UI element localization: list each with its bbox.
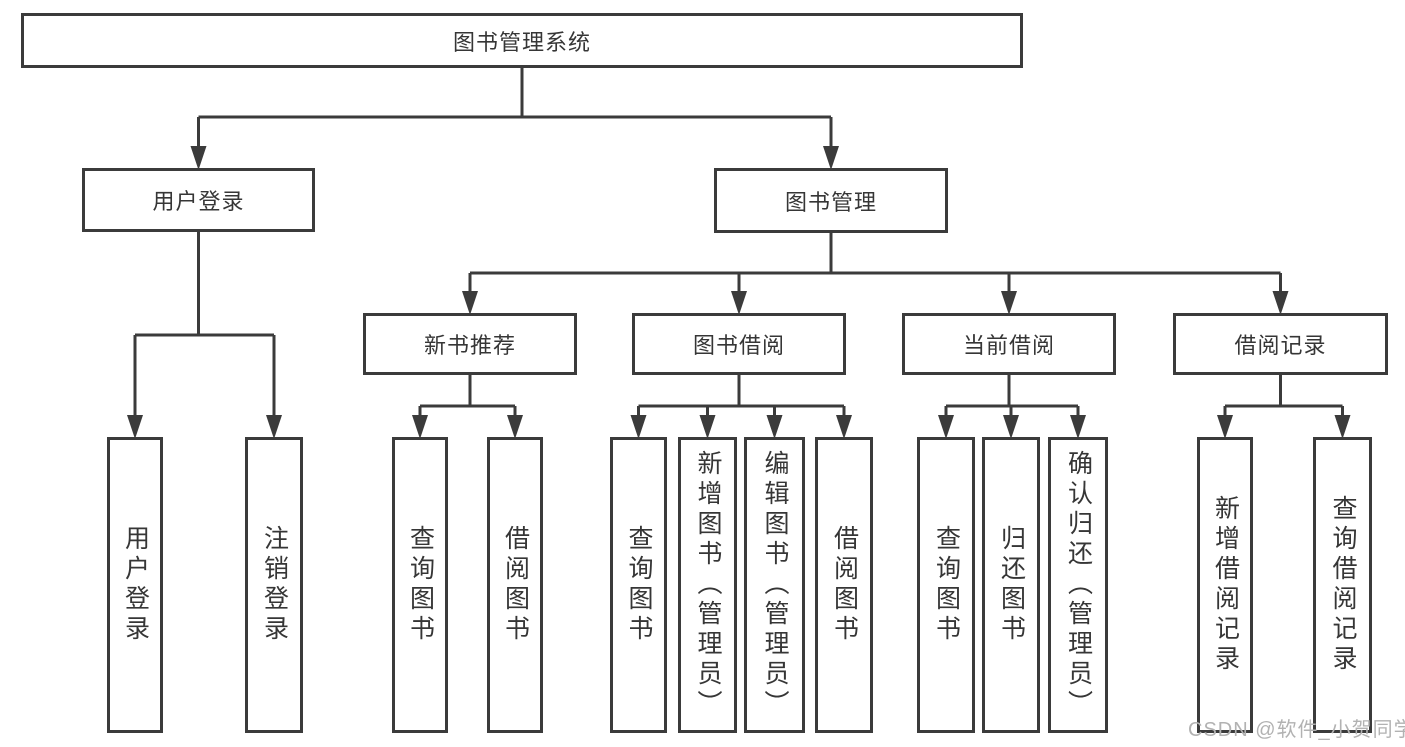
node-label: 图书管理 (784, 189, 877, 215)
node-leaf-bb-add-book: 新增图书（管理员） (678, 437, 737, 733)
node-current-borrow: 当前借阅 (902, 313, 1116, 375)
node-label: 图书借阅 (692, 333, 785, 358)
node-leaf-cb-return-book: 归还图书 (982, 437, 1040, 733)
node-label: 查询借阅记录 (1329, 495, 1357, 675)
node-root: 图书管理系统 (21, 13, 1023, 68)
node-leaf-br-add-record: 新增借阅记录 (1197, 437, 1253, 733)
node-label: 归还图书 (997, 525, 1026, 645)
watermark: CSDN @软件_小贺同学 (1188, 719, 1405, 741)
node-book-mgmt: 图书管理 (714, 168, 948, 233)
node-leaf-bb-query-book: 查询图书 (610, 437, 667, 733)
node-label: 当前借阅 (962, 333, 1055, 358)
node-user-login: 用户登录 (82, 168, 315, 232)
node-label: 借阅图书 (501, 525, 530, 645)
node-label: 图书管理系统 (452, 29, 591, 55)
node-label: 用户登录 (152, 189, 245, 214)
node-leaf-rec-query-book: 查询图书 (392, 437, 448, 733)
node-label: 注销登录 (260, 525, 289, 645)
node-label: 查询图书 (932, 525, 961, 645)
node-borrow-records: 借阅记录 (1173, 313, 1388, 375)
node-label: 新增图书（管理员） (694, 450, 722, 720)
node-leaf-user-login: 用户登录 (107, 437, 163, 733)
node-label: 查询图书 (406, 525, 435, 645)
node-label: 借阅图书 (830, 525, 859, 645)
node-leaf-br-query-record: 查询借阅记录 (1313, 437, 1372, 733)
node-label: 确认归还（管理员） (1064, 450, 1093, 720)
node-leaf-cb-confirm-return: 确认归还（管理员） (1048, 437, 1108, 733)
node-label: 用户登录 (121, 525, 150, 645)
node-leaf-rec-borrow-book: 借阅图书 (487, 437, 543, 733)
node-new-book-rec: 新书推荐 (363, 313, 577, 375)
node-leaf-cb-query-book: 查询图书 (917, 437, 975, 733)
node-leaf-logout: 注销登录 (245, 437, 303, 733)
node-label: 借阅记录 (1234, 333, 1327, 358)
node-leaf-bb-edit-book: 编辑图书（管理员） (744, 437, 805, 733)
node-label: 新增借阅记录 (1211, 495, 1240, 675)
node-label: 新书推荐 (423, 333, 516, 358)
node-book-borrow: 图书借阅 (632, 313, 846, 375)
node-label: 查询图书 (625, 525, 653, 645)
node-label: 编辑图书（管理员） (761, 450, 789, 720)
node-leaf-bb-borrow-book: 借阅图书 (815, 437, 873, 733)
